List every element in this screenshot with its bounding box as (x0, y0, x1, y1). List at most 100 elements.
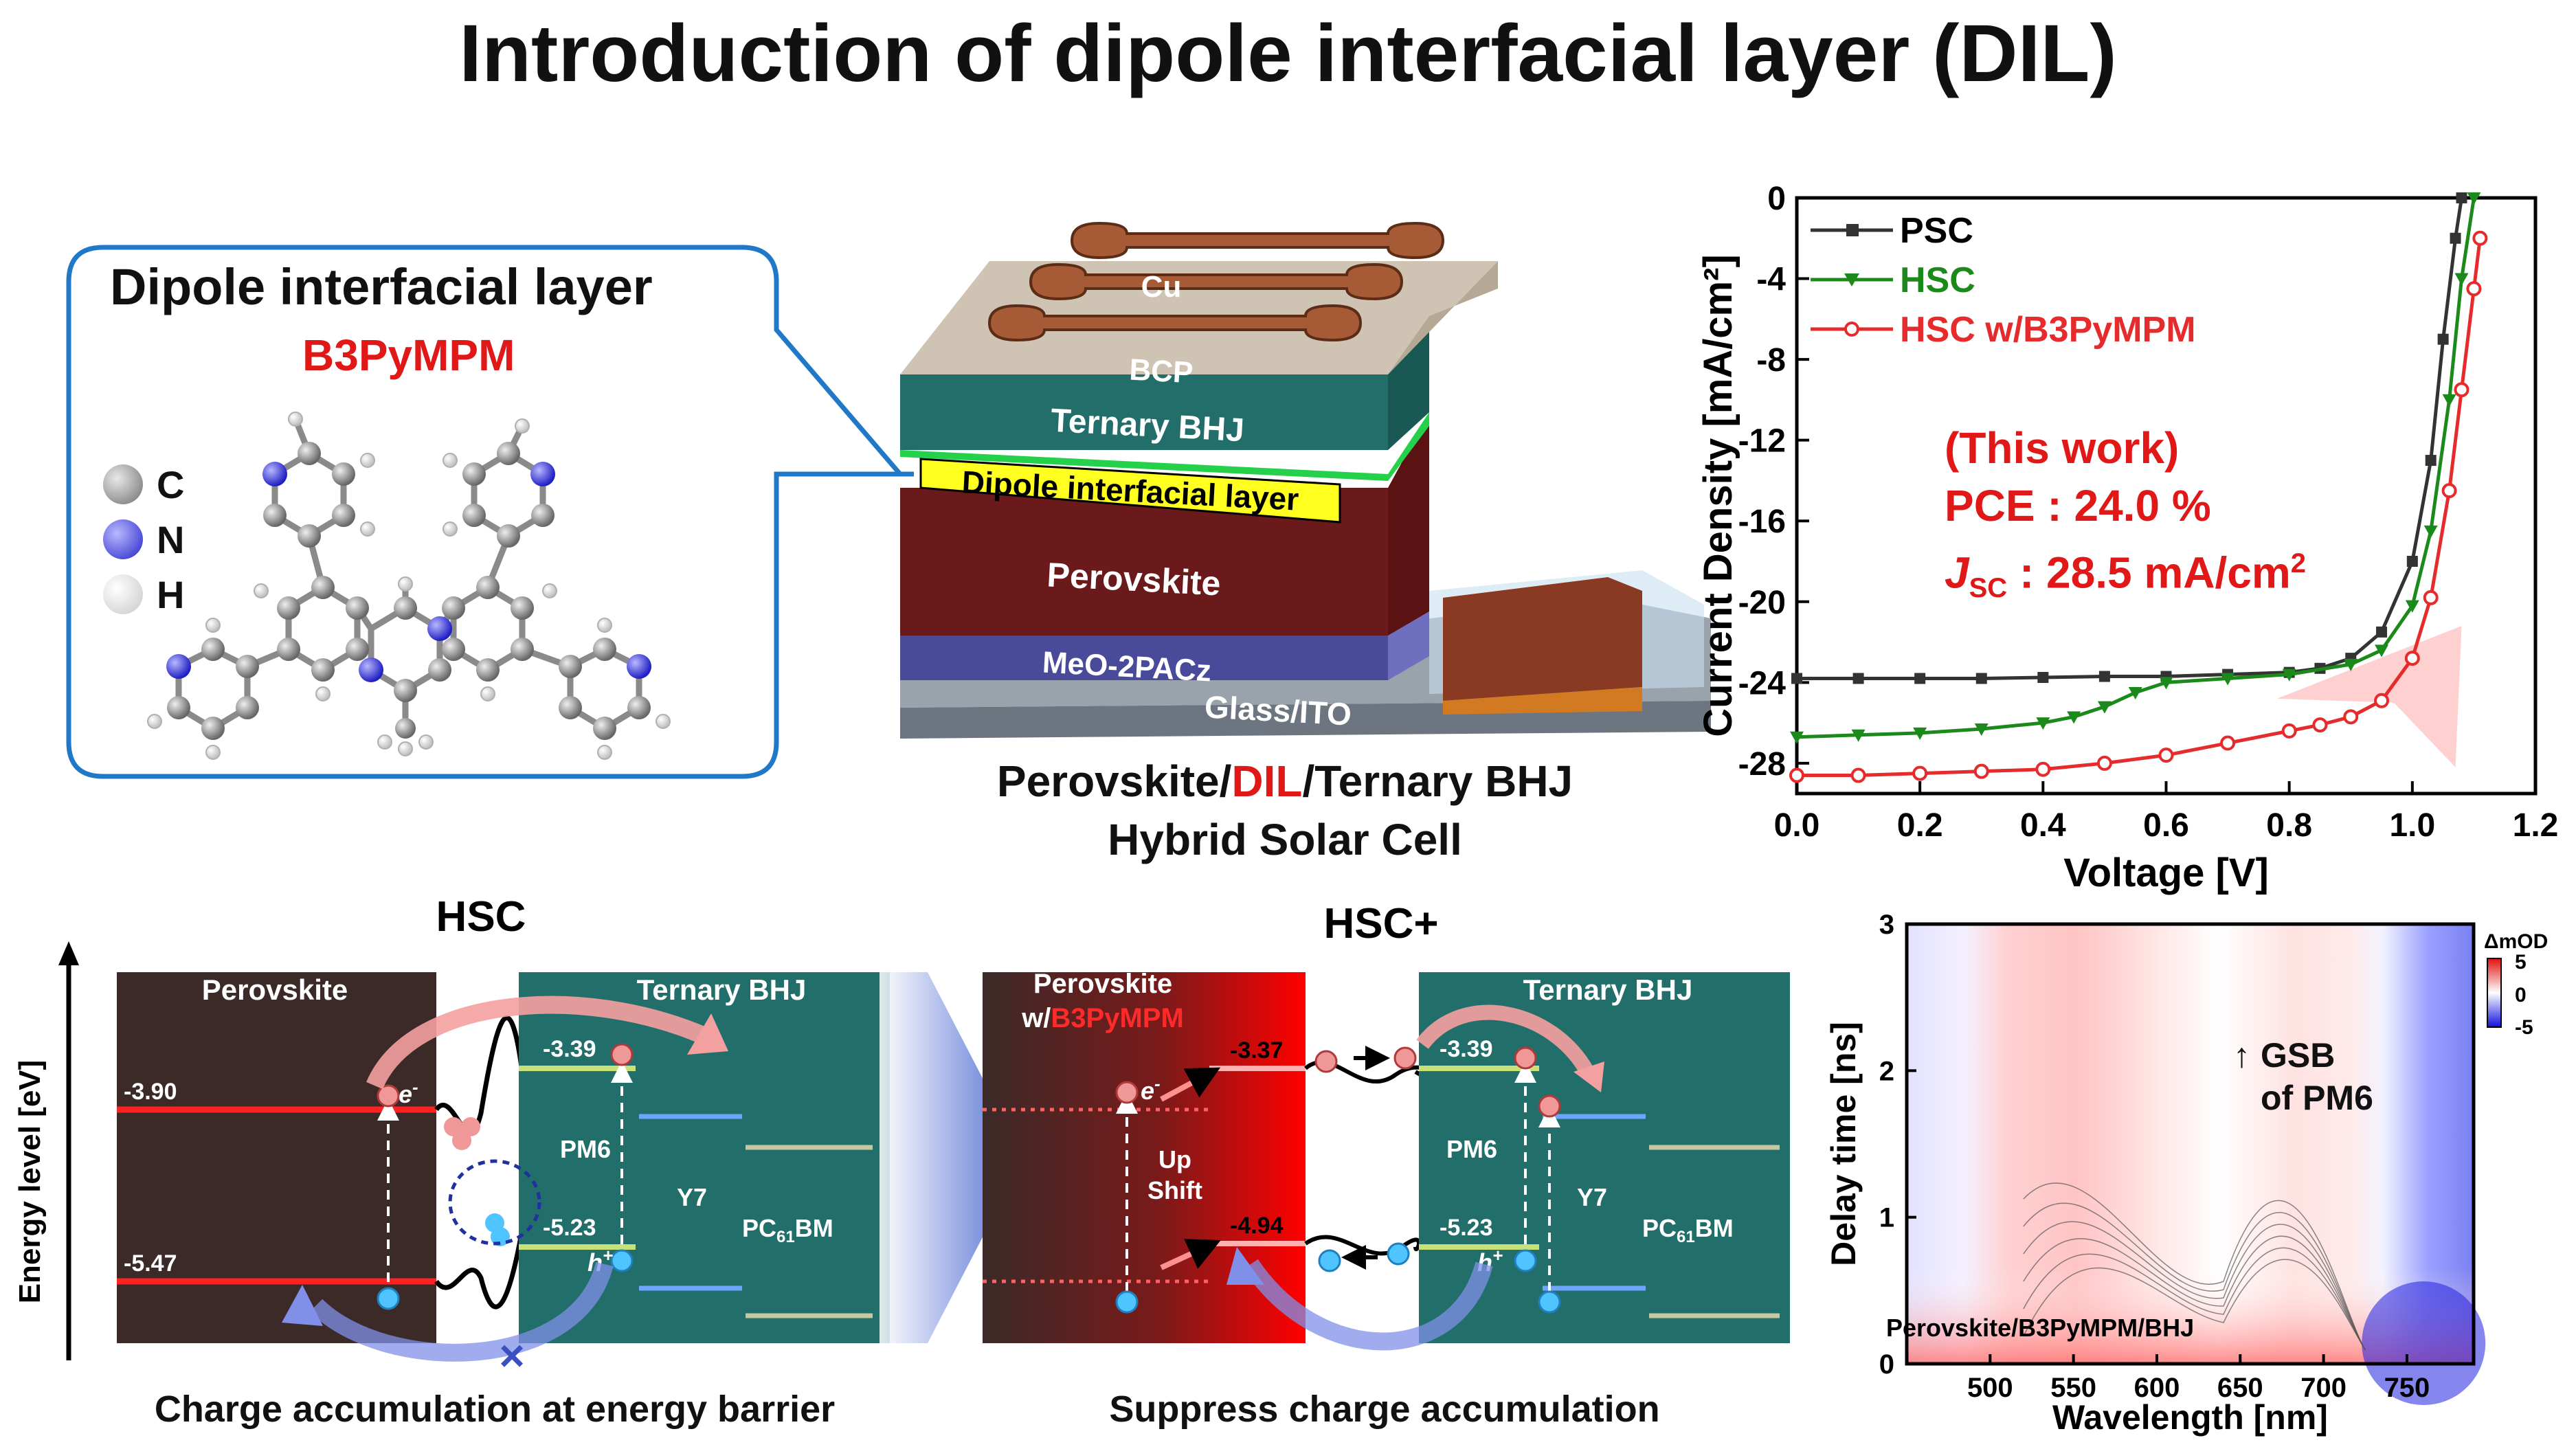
data-point (2097, 701, 2112, 714)
up-arrow-icon: ↑ (2233, 1036, 2250, 1075)
x-tick-label: 0.2 (1897, 807, 1943, 844)
annotation-line1: (This work) (1945, 423, 2180, 473)
page-title: Introduction of dipole interfacial layer… (459, 8, 2117, 99)
data-point (2159, 677, 2173, 690)
data-point (2067, 711, 2081, 724)
y-axis-label: Delay time [ns] (1824, 1022, 1863, 1266)
right-perovskite-label2: w/B3PyMPM (1021, 1003, 1184, 1033)
left-pvk-lumo: -3.90 (124, 1079, 177, 1105)
data-point (2454, 273, 2469, 286)
data-point (1791, 673, 1802, 684)
x-axis-label: Voltage [V] (2063, 851, 2269, 895)
data-point (2096, 755, 2112, 771)
heatmap-frame (1905, 922, 2476, 1366)
bcp-label: BCP (1128, 353, 1194, 390)
data-point (1913, 727, 1927, 740)
data-point (2098, 671, 2110, 682)
x-tick-label: 0.6 (2143, 807, 2189, 844)
axis-arrow-icon (58, 941, 79, 965)
legend-marker (1844, 273, 1859, 287)
ternary-bhj-layer (900, 374, 1388, 450)
colorbar-tick-label: 5 (2515, 951, 2527, 974)
left-perovskite-label: Perovskite (202, 974, 348, 1006)
data-point (2035, 761, 2051, 777)
y-tick-label: 0 (1879, 1349, 1894, 1380)
annotation-line3: JSC : 28.5 mA/cm2 (1945, 548, 2307, 604)
colorbar-label: ΔmOD (2484, 930, 2548, 953)
left-bhj-label: Ternary BHJ (637, 974, 807, 1006)
data-point (1914, 673, 1926, 684)
data-point (2423, 525, 2438, 538)
cu-electrodes (987, 221, 1445, 342)
right-perovskite-label: Perovskite (1033, 969, 1172, 999)
contour-line (2023, 1259, 2366, 1351)
hole-transfer-arrow-icon (282, 1285, 323, 1326)
data-point (2405, 600, 2419, 613)
data-point (2376, 626, 2388, 638)
left-pcbm-label: PC61BM (742, 1214, 833, 1246)
data-point (2425, 455, 2437, 467)
left-diagram-title: HSC (436, 893, 526, 941)
y-tick-label: -24 (1738, 665, 1787, 701)
molecule-name: B3PyMPM (302, 330, 515, 380)
right-dil-homo: -4.94 (1230, 1213, 1284, 1239)
colorbar-tick-label: 0 (2515, 984, 2527, 1007)
x-tick-label: 750 (2384, 1373, 2430, 1403)
nitrogen-atom-icon (103, 519, 143, 559)
right-bhj-label: Ternary BHJ (1523, 974, 1693, 1006)
blocked-cross-icon: × (499, 1331, 524, 1380)
y-tick-label: 0 (1767, 181, 1786, 217)
legend-label: N (157, 517, 185, 561)
data-point (2312, 717, 2328, 733)
up-label: Up (1158, 1145, 1191, 1173)
contour-line (2023, 1235, 2366, 1351)
data-point (2437, 333, 2449, 345)
y-tick-label: -12 (1738, 423, 1786, 460)
y-tick-label: 2 (1879, 1056, 1894, 1086)
legend-label: C (157, 462, 185, 506)
right-caption: Suppress charge accumulation (1109, 1389, 1660, 1430)
annotation-line2: PCE : 24.0 % (1945, 481, 2211, 530)
y-tick-label: -4 (1756, 262, 1786, 298)
right-pm6-homo: -5.23 (1440, 1215, 1493, 1241)
data-point (1789, 767, 1804, 783)
data-point (2454, 382, 2469, 398)
legend-marker (1844, 322, 1859, 337)
jv-annotation: (This work) PCE : 24.0 % JSC : 28.5 mA/c… (1945, 419, 2306, 617)
x-tick-label: 1.2 (2513, 807, 2559, 844)
data-point (1973, 763, 1989, 779)
data-point (1974, 723, 1989, 736)
x-tick-label: 550 (2050, 1373, 2096, 1403)
contour-line (2023, 1202, 2366, 1351)
perovskite-layer (900, 488, 1388, 636)
carbon-atom-icon (103, 464, 143, 504)
contour-line (2023, 1221, 2366, 1351)
right-hole-arrow-icon (1227, 1247, 1264, 1285)
right-diagram-title: HSC+ (1323, 900, 1438, 947)
legend-label: HSC w/B3PyMPM (1900, 310, 2196, 350)
y-tick-label: -20 (1738, 585, 1786, 621)
data-point (2282, 669, 2296, 682)
gsb-annotation: ↑GSB of PM6 (2233, 1034, 2373, 1119)
meo-2pacz-layer (900, 636, 1388, 680)
legend-label: HSC (1900, 260, 1975, 300)
y-axis-label: Current Density [mA/cm²] (1696, 254, 1740, 737)
left-pvk-homo: -5.47 (124, 1250, 177, 1277)
left-pm6-homo: -5.23 (543, 1215, 596, 1241)
transition-arrow-icon (880, 972, 1024, 1343)
x-tick-label: 700 (2300, 1373, 2347, 1403)
shift-label: Shift (1147, 1176, 1202, 1204)
y-tick-label: -8 (1756, 342, 1786, 379)
data-point (2450, 232, 2461, 244)
right-pm6-label: PM6 (1446, 1135, 1497, 1163)
left-caption: Charge accumulation at energy barrier (154, 1389, 836, 1430)
x-tick-label: 500 (1967, 1373, 2013, 1403)
data-point (2442, 394, 2456, 407)
device-caption-line1: Perovskite/DIL/Ternary BHJ (996, 756, 1573, 806)
dil-layer (919, 458, 1341, 524)
energy-axis-label: Energy level [eV] (13, 1060, 47, 1304)
right-pcbm-label: PC61BM (1642, 1214, 1734, 1246)
data-point (2441, 483, 2457, 499)
